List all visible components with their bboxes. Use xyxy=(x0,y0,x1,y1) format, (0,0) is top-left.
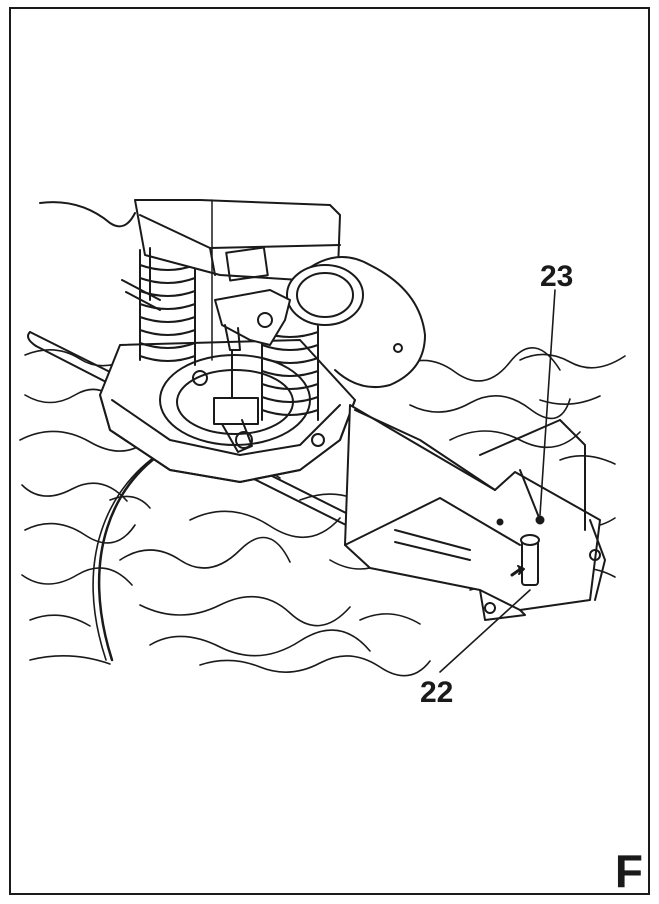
clamp-lever xyxy=(213,289,291,453)
guide-arc xyxy=(97,443,177,662)
leader-22 xyxy=(439,589,531,673)
figure-frame xyxy=(9,7,650,895)
edge-guide xyxy=(344,404,606,621)
motor-housing xyxy=(39,199,341,361)
pin-assembly xyxy=(510,515,545,586)
adjustment-knob xyxy=(286,256,426,389)
leader-23 xyxy=(539,289,556,516)
callout-22: 22 xyxy=(420,676,454,709)
spring-column-left xyxy=(139,249,196,366)
callout-23: 23 xyxy=(540,260,574,293)
figure-label: F xyxy=(614,845,643,897)
